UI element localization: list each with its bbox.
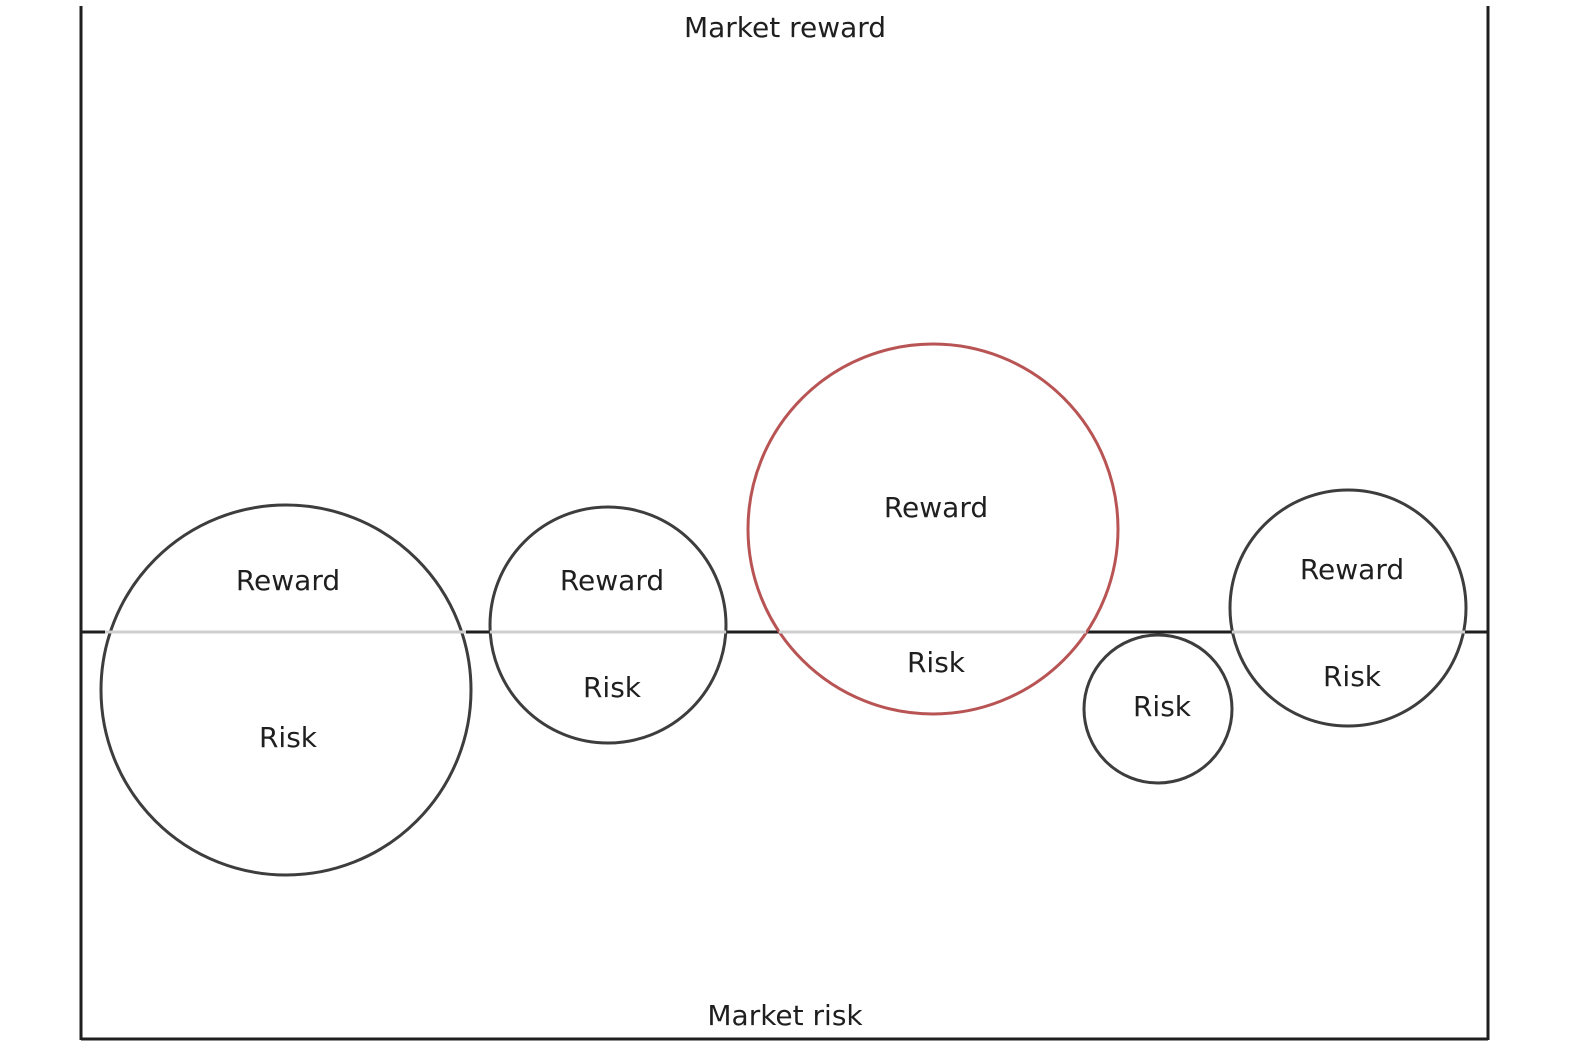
- circle-4: [1082, 633, 1234, 785]
- circle-5-reward-label: Reward: [1300, 553, 1404, 586]
- market-reward-label: Market reward: [684, 11, 886, 44]
- circle-2-reward-label: Reward: [560, 564, 664, 597]
- circle-5-risk-label: Risk: [1323, 660, 1382, 693]
- circle-3: [746, 342, 1120, 716]
- circle-1-reward-label: Reward: [236, 564, 340, 597]
- circle-1-risk-label: Risk: [259, 721, 318, 754]
- circle-1: [99, 503, 473, 877]
- circle-5: [1228, 488, 1468, 728]
- circle-3-risk-label: Risk: [907, 646, 966, 679]
- circle-3-reward-label: Reward: [884, 491, 988, 524]
- circle-2: [488, 505, 728, 745]
- circle-4-risk-label: Risk: [1133, 690, 1192, 723]
- market-risk-label: Market risk: [707, 999, 863, 1032]
- circle-2-risk-label: Risk: [583, 671, 642, 704]
